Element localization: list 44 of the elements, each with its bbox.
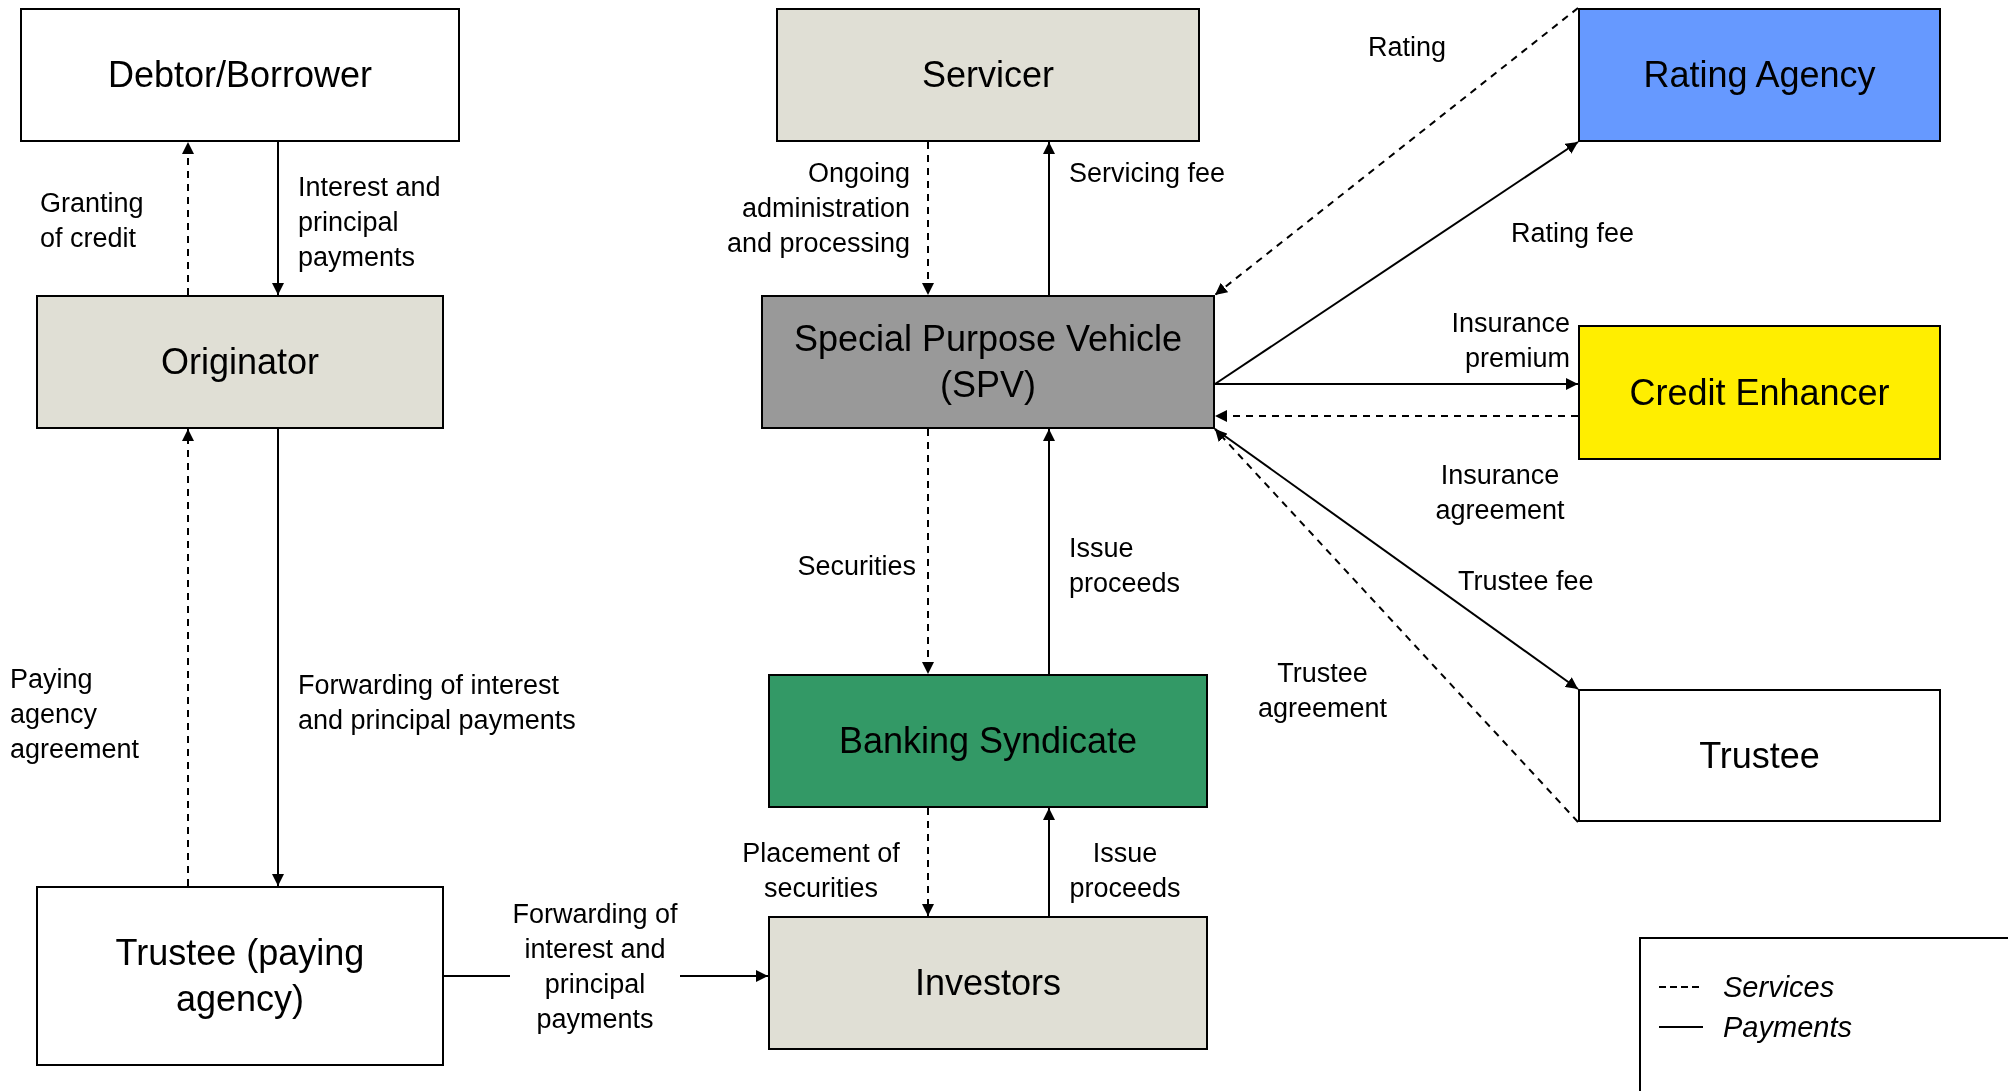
edge-label: Trustee agreement: [1256, 657, 1389, 725]
entity-box: Rating Agency: [1578, 8, 1941, 142]
arrow: [272, 141, 284, 296]
arrow: [1043, 807, 1055, 917]
arrow: [922, 141, 934, 296]
edge-label: Securities: [796, 550, 916, 583]
edge-label: Interest and principal payments: [298, 171, 442, 274]
arrow: [1214, 410, 1579, 422]
edge-label: Forwarding of interest and principal payments: [298, 669, 577, 737]
entity-box: Trustee: [1578, 689, 1941, 822]
entity-box: Trustee (paying agency): [36, 886, 444, 1066]
arrow: [922, 807, 934, 917]
arrow: [1043, 141, 1055, 296]
entity-box: Banking Syndicate: [768, 674, 1208, 808]
entity-box: Special Purpose Vehicle (SPV): [761, 295, 1215, 429]
arrow: [1214, 428, 1579, 823]
arrow: [182, 428, 194, 887]
edge-label: Rating: [1368, 31, 1448, 64]
entity-box: Debtor/Borrower: [20, 8, 460, 142]
entity-box: Servicer: [776, 8, 1200, 142]
entity-box: Credit Enhancer: [1578, 325, 1941, 460]
legend-text: Services: [1723, 970, 1835, 1005]
edge-label: Placement of securities: [741, 837, 901, 905]
entity-box: Investors: [768, 916, 1208, 1050]
edge-label: Rating fee: [1511, 217, 1636, 250]
arrow: [1214, 428, 1579, 690]
entity-box: Originator: [36, 295, 444, 429]
edge-label: Ongoing administration and processing: [725, 157, 910, 260]
edge-label: Insurance agreement: [1434, 459, 1566, 527]
edge-label: Granting of credit: [40, 187, 145, 255]
edge-label: Issue proceeds: [1068, 837, 1182, 905]
arrow: [1214, 378, 1579, 390]
edge-label: Insurance premium: [1450, 307, 1570, 375]
edge-label: Paying agency agreement: [10, 663, 141, 766]
edge-label: Issue proceeds: [1069, 532, 1182, 600]
arrow: [1214, 141, 1579, 385]
edge-label: Trustee fee: [1458, 565, 1595, 598]
edge-label: Servicing fee: [1069, 157, 1227, 190]
arrow: [1214, 7, 1579, 296]
arrow: [272, 428, 284, 887]
arrow: [922, 428, 934, 675]
arrow: [1043, 428, 1055, 675]
legend-text: Payments: [1723, 1010, 1852, 1045]
arrow: [182, 141, 194, 296]
